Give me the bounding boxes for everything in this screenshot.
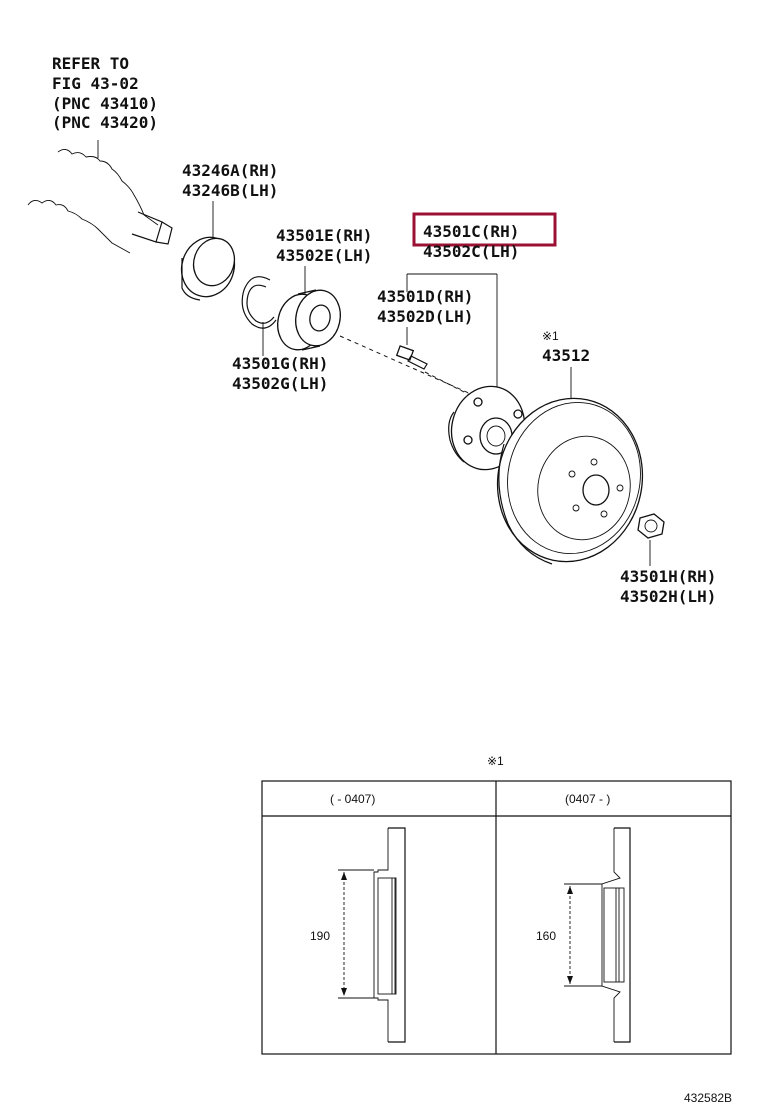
hub-bearing-part xyxy=(277,289,341,351)
part-43501g-label: 43501G(RH) 43502G(LH) xyxy=(232,354,328,393)
refer-label: REFER TO FIG 43-02 (PNC 43410) (PNC 4342… xyxy=(52,54,158,132)
svg-text:43501G(RH): 43501G(RH) xyxy=(232,354,328,373)
svg-text:43502C(LH): 43502C(LH) xyxy=(423,242,519,261)
dim-160: 160 xyxy=(536,929,556,943)
table-mark: ※1 xyxy=(487,754,504,768)
part-43501d-label: 43501D(RH) 43502D(LH) xyxy=(377,287,473,326)
snap-ring-part xyxy=(241,276,277,329)
drive-shaft-illustration xyxy=(27,140,173,254)
dim-190: 190 xyxy=(310,929,330,943)
svg-text:43501H(RH): 43501H(RH) xyxy=(620,567,716,586)
disc-section-early: 190 xyxy=(310,827,406,1043)
disc-section-late: 160 xyxy=(536,827,631,1043)
part-43501h-label: 43501H(RH) 43502H(LH) xyxy=(620,567,716,606)
hub-nut-part xyxy=(637,513,665,539)
part-43501c-label: 43501C(RH) 43502C(LH) xyxy=(423,222,519,261)
svg-text:43501E(RH): 43501E(RH) xyxy=(276,226,372,245)
refer-line-1: REFER TO xyxy=(52,54,129,73)
brake-disc-part xyxy=(496,397,644,565)
svg-text:43502D(LH): 43502D(LH) xyxy=(377,307,473,326)
svg-text:43246B(LH): 43246B(LH) xyxy=(182,181,278,200)
figure-id: 432582B xyxy=(684,1091,732,1105)
highlight-box xyxy=(412,212,557,247)
part-43512-label: ※1 43512 xyxy=(542,329,590,365)
col2-header: (0407 - ) xyxy=(565,792,610,806)
refer-line-2: FIG 43-02 xyxy=(52,74,139,93)
refer-line-3: (PNC 43410) xyxy=(52,94,158,113)
svg-text:43512: 43512 xyxy=(542,346,590,365)
variant-table: ( - 0407) (0407 - ) 190 xyxy=(261,780,732,1055)
svg-text:43246A(RH): 43246A(RH) xyxy=(182,161,278,180)
refer-line-4: (PNC 43420) xyxy=(52,113,158,132)
col1-header: ( - 0407) xyxy=(330,792,375,806)
svg-text:43501C(RH): 43501C(RH) xyxy=(423,222,519,241)
svg-text:43502H(LH): 43502H(LH) xyxy=(620,587,716,606)
svg-text:43501D(RH): 43501D(RH) xyxy=(377,287,473,306)
svg-text:43502G(LH): 43502G(LH) xyxy=(232,374,328,393)
hub-bolt-part xyxy=(395,345,428,370)
part-43501e-label: 43501E(RH) 43502E(LH) xyxy=(276,226,372,265)
svg-text:※1: ※1 xyxy=(542,329,559,343)
oil-seal-part xyxy=(180,236,236,301)
svg-text:43502E(LH): 43502E(LH) xyxy=(276,246,372,265)
part-43246-label: 43246A(RH) 43246B(LH) xyxy=(182,161,278,200)
